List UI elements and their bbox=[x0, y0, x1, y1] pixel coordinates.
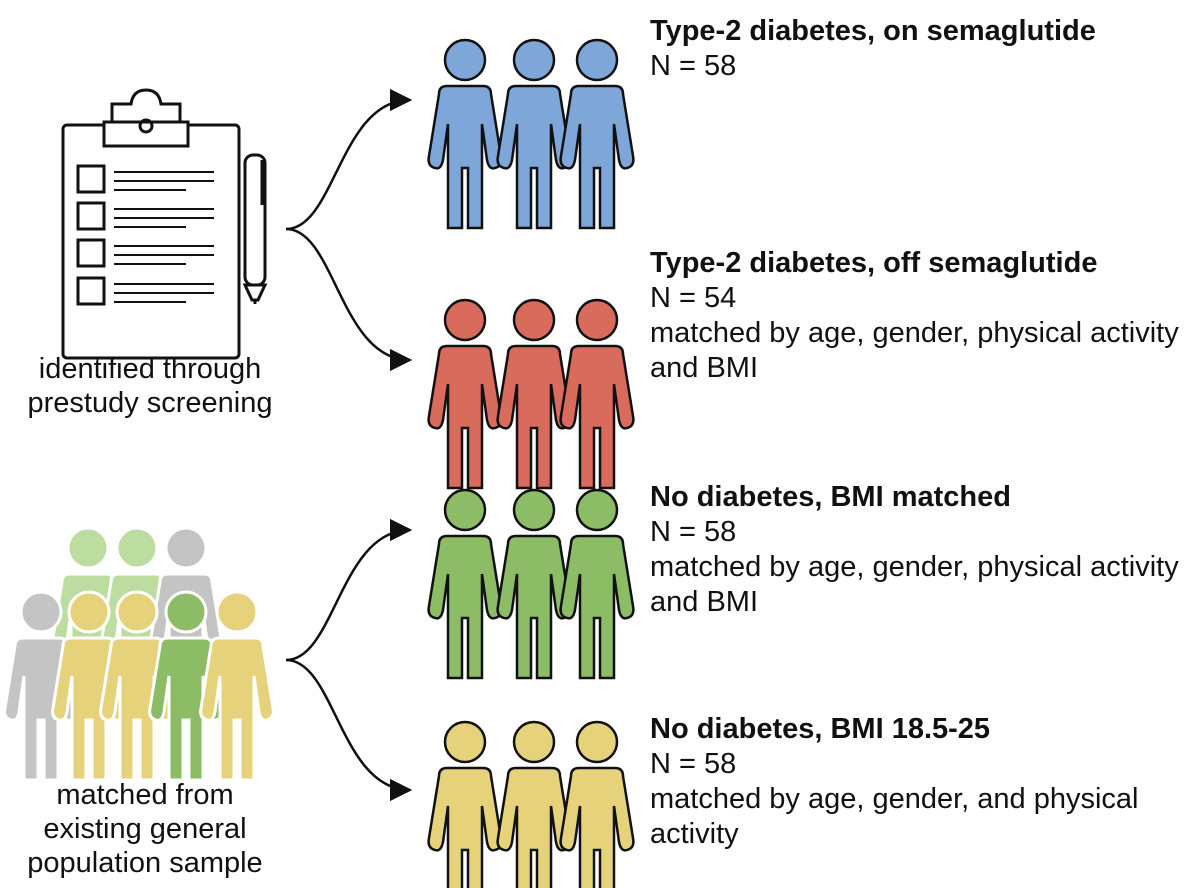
crowd-icon bbox=[3, 526, 275, 782]
arrow-to-nd-normal bbox=[285, 658, 413, 802]
people-icon-t2d-off bbox=[427, 298, 635, 490]
person-icon bbox=[427, 298, 503, 490]
source-label-line: prestudy screening bbox=[27, 387, 273, 419]
people-icon-t2d-on bbox=[427, 38, 635, 230]
group-nd-normal: No diabetes, BMI 18.5-25 N = 58 matched … bbox=[650, 712, 1195, 852]
arrow-to-nd-bmi bbox=[285, 518, 413, 662]
person-icon bbox=[496, 488, 572, 680]
source-label-general-population: matched from existing general population… bbox=[0, 778, 290, 880]
arrow-to-t2d-off bbox=[285, 227, 413, 372]
people-icon-nd-bmi bbox=[427, 488, 635, 680]
person-icon bbox=[559, 298, 635, 490]
person-icon bbox=[427, 38, 503, 230]
person-icon bbox=[427, 720, 503, 888]
group-t2d-on: Type-2 diabetes, on semaglutide N = 58 bbox=[650, 14, 1195, 84]
group-title: No diabetes, BMI 18.5-25 bbox=[650, 713, 991, 745]
group-count: N = 58 bbox=[650, 516, 737, 548]
group-t2d-off: Type-2 diabetes, off semaglutide N = 54 … bbox=[650, 246, 1195, 386]
group-count: N = 58 bbox=[650, 748, 737, 780]
group-title: No diabetes, BMI matched bbox=[650, 481, 1011, 513]
source-label-screening: identified through prestudy screening bbox=[0, 352, 300, 420]
source-label-line: identified through bbox=[38, 353, 262, 385]
group-note: matched by age, gender, physical activit… bbox=[650, 551, 1179, 618]
arrow-to-t2d-on bbox=[285, 88, 413, 231]
people-icon-nd-normal bbox=[427, 720, 635, 888]
group-count: N = 54 bbox=[650, 282, 737, 314]
pen-icon bbox=[242, 153, 268, 304]
person-icon bbox=[559, 38, 635, 230]
group-nd-bmi: No diabetes, BMI matched N = 58 matched … bbox=[650, 480, 1195, 620]
source-label-line: existing general bbox=[43, 813, 247, 845]
person-icon bbox=[427, 488, 503, 680]
person-icon bbox=[559, 488, 635, 680]
person-icon bbox=[496, 38, 572, 230]
group-title: Type-2 diabetes, off semaglutide bbox=[650, 247, 1098, 279]
group-count: N = 58 bbox=[650, 50, 737, 82]
source-label-line: population sample bbox=[27, 847, 263, 879]
group-note: matched by age, gender, and physical act… bbox=[650, 783, 1139, 850]
person-icon bbox=[496, 298, 572, 490]
person-icon bbox=[496, 720, 572, 888]
person-icon bbox=[559, 720, 635, 888]
source-label-line: matched from bbox=[56, 779, 234, 811]
group-title: Type-2 diabetes, on semaglutide bbox=[650, 15, 1096, 47]
group-note: matched by age, gender, physical activit… bbox=[650, 317, 1179, 384]
clipboard-icon bbox=[61, 88, 241, 360]
